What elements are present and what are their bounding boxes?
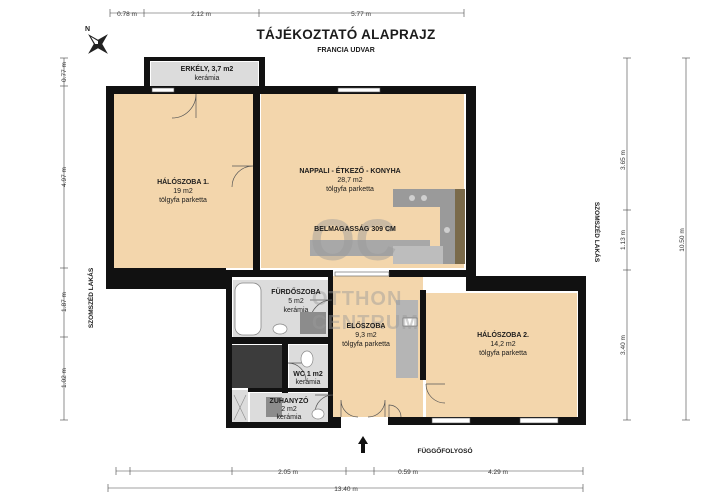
dim-left-1: 0.77 m (61, 62, 68, 82)
room-labels: ERKÉLY, 3,7 m2 kerámia HÁLÓSZOBA 1. 19 m… (157, 64, 529, 421)
plan-subtitle: FRANCIA UDVAR (317, 47, 375, 54)
zuhanyzo-area: 2 m2 (281, 406, 297, 413)
bathroom-fixtures (233, 282, 418, 421)
wc-name: WC 1 m2 (293, 371, 323, 378)
wc-material: kerámia (296, 379, 321, 386)
haloszoba2-area: 14,2 m2 (490, 341, 515, 348)
walls (106, 57, 586, 428)
furdo-material: kerámia (284, 307, 309, 314)
corridor-label: FÜGGŐFOLYOSÓ (417, 446, 472, 455)
floor-erkely (151, 62, 258, 89)
kitchen-counter-side (440, 189, 455, 264)
storage-dark (232, 345, 282, 388)
bathroom-counter (300, 312, 326, 334)
ceiling-height: BELMAGASSÁG 309 CM (314, 224, 396, 233)
shower-tray (266, 397, 282, 417)
kitchen-cabinet (455, 189, 465, 264)
erkely-name: ERKÉLY, 3,7 m2 (181, 64, 234, 73)
dim-top-3: 5.77 m (351, 11, 371, 18)
furdo-name: FÜRDŐSZOBA (271, 287, 320, 296)
watermark-line2: CENTRUM (312, 312, 419, 334)
dim-left-4: 1.02 m (61, 368, 68, 388)
dimension-labels: 0.78 m 2.12 m 5.77 m 0.77 m 4.97 m 1.87 … (61, 11, 686, 493)
floor-haloszoba2 (426, 293, 577, 417)
eloszoba-material: tölgyfa parketta (342, 341, 390, 348)
haloszoba1-name: HÁLÓSZOBA 1. (157, 177, 209, 186)
compass: N (85, 26, 108, 54)
zuhanyzo-material: kerámia (277, 414, 302, 421)
dim-right-3: 3.40 m (620, 335, 627, 355)
dim-bottom-3: 4.29 m (488, 469, 508, 476)
hall-panel (402, 317, 418, 327)
eloszoba-name: ELŐSZOBA (347, 321, 386, 330)
floor-nappali (261, 94, 464, 268)
dim-right-1: 3.65 m (620, 150, 627, 170)
compass-label: N (85, 26, 90, 33)
right-neighbor-label: SZOMSZÉD LAKÁS (593, 202, 602, 263)
watermark-logo: OC (310, 208, 397, 273)
kitchen (310, 189, 465, 264)
haloszoba1-area: 19 m2 (173, 188, 193, 195)
nappali-name: NAPPALI - ÉTKEZŐ - KONYHA (299, 166, 400, 175)
kitchen-bottom (393, 246, 443, 264)
dim-top-2: 2.12 m (191, 11, 211, 18)
haloszoba1-material: tölgyfa parketta (159, 197, 207, 204)
dim-top-1: 0.78 m (117, 11, 137, 18)
doors (171, 93, 446, 418)
erkely-material: kerámia (195, 75, 220, 82)
eloszoba-area: 9,3 m2 (355, 332, 377, 339)
left-neighbor-label: SZOMSZÉD LAKÁS (86, 267, 95, 328)
furdo-area: 5 m2 (288, 298, 304, 305)
dim-right-2: 1.13 m (620, 230, 627, 250)
floor-shower-left (232, 390, 248, 423)
dim-right-total: 10.50 m (679, 228, 686, 252)
dim-bottom-total: 13.40 m (334, 486, 358, 493)
nappali-material: tölgyfa parketta (326, 186, 374, 193)
dim-left-2: 4.97 m (61, 167, 68, 187)
watermark-line1: OTTHON (312, 288, 402, 310)
zuhanyzo-name: ZUHANYZÓ (270, 396, 309, 405)
dimension-lines (60, 9, 690, 492)
dim-bottom-1: 2.05 m (278, 469, 298, 476)
floors (114, 62, 577, 423)
nappali-area: 28,7 m2 (337, 177, 362, 184)
bathtub (234, 282, 262, 336)
haloszoba2-material: tölgyfa parketta (479, 350, 527, 357)
dim-left-3: 1.87 m (61, 292, 68, 312)
entrance-arrow (358, 436, 368, 453)
plan-title: TÁJÉKOZTATÓ ALAPRAJZ (257, 27, 436, 42)
watermark: OC OTTHON CENTRUM (310, 208, 419, 334)
haloszoba2-name: HÁLÓSZOBA 2. (477, 330, 529, 339)
dim-bottom-2: 0.59 m (398, 469, 418, 476)
windows (151, 87, 559, 424)
floor-haloszoba1 (114, 94, 253, 268)
